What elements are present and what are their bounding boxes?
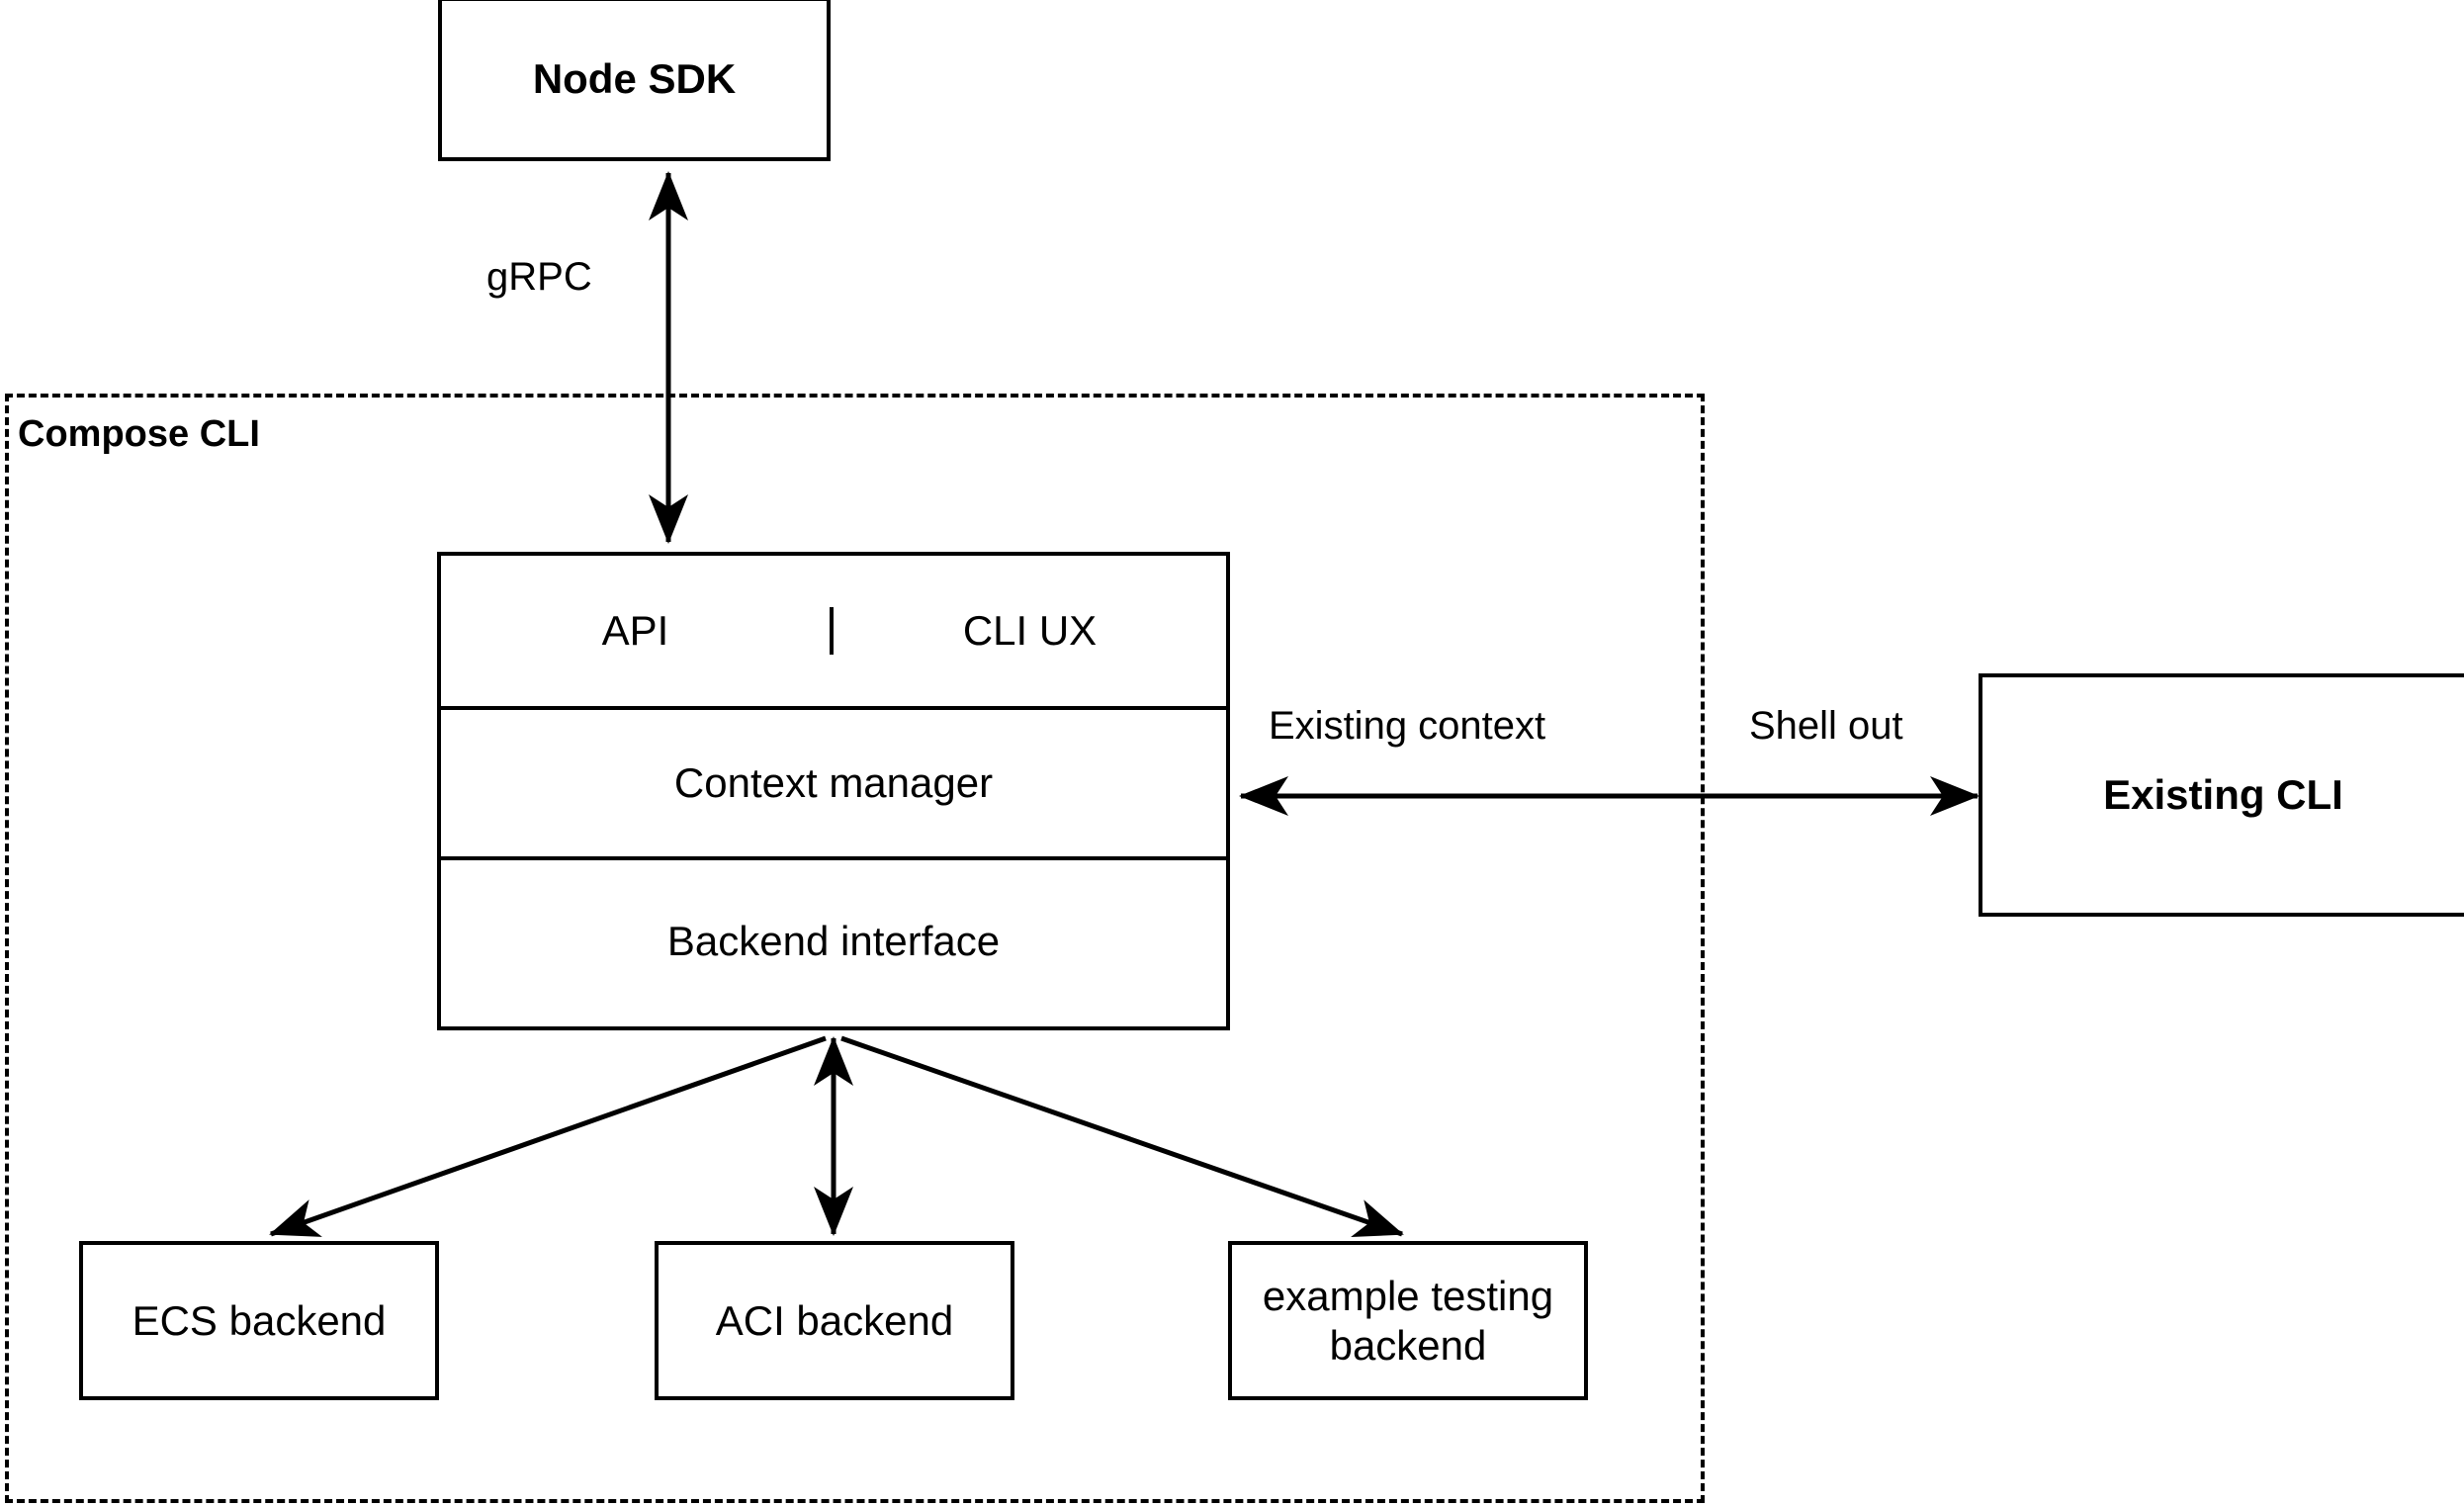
example-testing-backend-box[interactable]: example testing backend (1228, 1241, 1588, 1400)
stack-row-api-cliux: API CLI UX (441, 556, 1226, 710)
ecs-backend-box[interactable]: ECS backend (79, 1241, 439, 1400)
edge-label-grpc: gRPC (486, 255, 592, 299)
existing-cli-label: Existing CLI (2103, 771, 2343, 819)
context-manager-label: Context manager (673, 759, 994, 806)
ecs-backend-label: ECS backend (132, 1296, 387, 1344)
aci-backend-box[interactable]: ACI backend (655, 1241, 1014, 1400)
compose-cli-stack: API CLI UX Context manager Backend inter… (437, 552, 1230, 1030)
stack-row-context-manager[interactable]: Context manager (441, 710, 1226, 860)
stack-cell-cli-ux[interactable]: CLI UX (834, 607, 1226, 655)
edge-label-existing-context: Existing context (1269, 704, 1546, 748)
connector-backend-to-example-testing (840, 1035, 1404, 1238)
aci-backend-label: ACI backend (715, 1296, 954, 1344)
existing-cli-box[interactable]: Existing CLI (1979, 673, 2464, 917)
stack-row-backend-interface[interactable]: Backend interface (441, 860, 1226, 1022)
cli-ux-label: CLI UX (962, 607, 1098, 654)
stack-cell-api[interactable]: API (441, 607, 834, 655)
example-testing-backend-label: example testing backend (1262, 1272, 1554, 1369)
compose-cli-group-label: Compose CLI (18, 413, 260, 455)
edge-label-shell-out: Shell out (1749, 704, 1903, 748)
api-label: API (601, 607, 669, 654)
connector-backend-to-ecs (269, 1035, 827, 1237)
compose-cli-group-frame (5, 394, 1705, 1503)
backend-interface-label: Backend interface (666, 918, 1001, 964)
node-sdk-box[interactable]: Node SDK (438, 0, 831, 161)
node-sdk-label: Node SDK (532, 55, 737, 103)
